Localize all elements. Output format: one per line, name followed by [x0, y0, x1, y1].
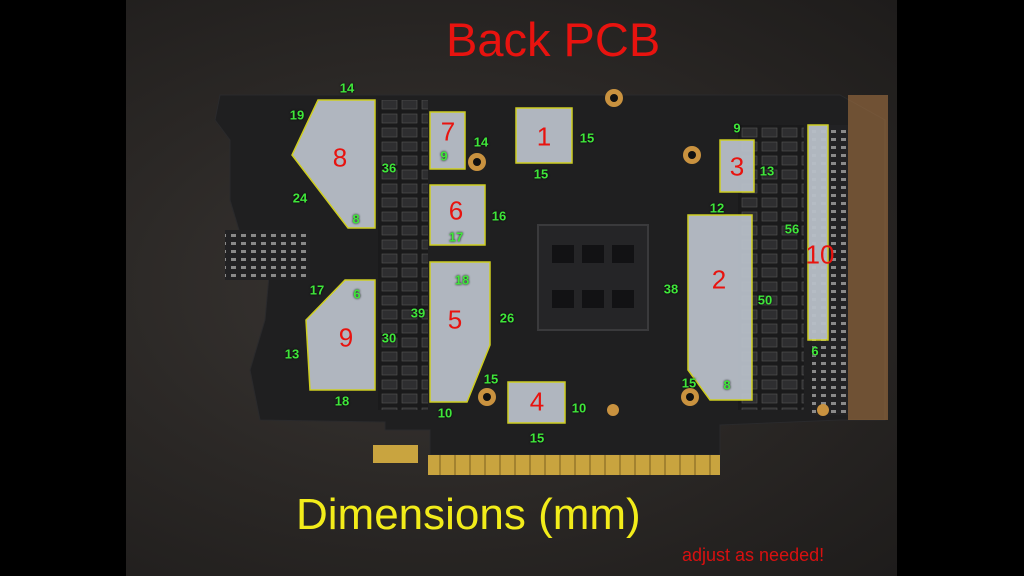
dimension-label: 12 — [709, 200, 725, 216]
pad-label-4: 4 — [529, 386, 545, 417]
gpu-core-blocks — [552, 245, 634, 308]
dimension-label: 9 — [733, 120, 741, 136]
dimension-label: 56 — [784, 221, 800, 237]
components-left — [225, 230, 310, 280]
pad-label-9: 9 — [338, 322, 354, 353]
dimension-label: 14 — [339, 80, 355, 96]
dimension-label: 15 — [579, 130, 595, 146]
dimension-label: 18 — [454, 272, 470, 288]
pcie-key-tab — [373, 445, 418, 463]
dimension-label: 18 — [334, 393, 350, 409]
dimension-label: 14 — [473, 134, 489, 150]
dimension-label: 6 — [811, 343, 819, 359]
dimension-label: 38 — [663, 281, 679, 297]
dimension-label: 15 — [483, 371, 499, 387]
adjust-note: adjust as needed! — [682, 545, 825, 565]
dimension-label: 17 — [309, 282, 325, 298]
dimension-label: 10 — [571, 400, 587, 416]
dimension-label: 9 — [440, 148, 448, 164]
pad-label-6: 6 — [448, 195, 464, 226]
dimension-label: 16 — [491, 208, 507, 224]
memory-chips-left — [378, 100, 428, 410]
pad-label-1: 1 — [536, 121, 552, 152]
thermal-pad-3 — [719, 139, 755, 193]
pad-label-10: 10 — [805, 239, 835, 270]
dimension-label: 17 — [448, 229, 464, 245]
dimension-label: 15 — [533, 166, 549, 182]
pcie-fingers — [439, 455, 711, 475]
gpu-core-area — [537, 224, 649, 331]
dimension-label: 6 — [353, 286, 361, 302]
mounting-holes — [468, 89, 829, 416]
thermal-pad-8 — [291, 99, 376, 229]
pad-label-8: 8 — [332, 142, 348, 173]
dimension-label: 15 — [529, 430, 545, 446]
image-title: Back PCB — [446, 13, 661, 66]
dimension-label: 13 — [759, 163, 775, 179]
thermal-pad-9 — [305, 279, 376, 391]
dimension-label: 30 — [381, 330, 397, 346]
pcb-bracket-rail — [848, 95, 888, 420]
pad-label-2: 2 — [711, 264, 727, 295]
dimension-label: 13 — [284, 346, 300, 362]
thermal-pad-2 — [687, 214, 753, 401]
dimension-label: 26 — [499, 310, 515, 326]
thermal-pad-10 — [807, 124, 829, 341]
thermal-pad-4 — [507, 381, 566, 424]
thermal-pad-6 — [429, 184, 486, 246]
pad-label-5: 5 — [447, 304, 463, 335]
thermal-pad-1 — [515, 107, 573, 164]
dimension-label: 8 — [723, 377, 731, 393]
dimension-label: 36 — [381, 160, 397, 176]
pad-label-7: 7 — [440, 116, 456, 147]
dimension-label: 50 — [757, 292, 773, 308]
pad-label-3: 3 — [729, 151, 745, 182]
dimension-label: 24 — [292, 190, 308, 206]
dimension-label: 15 — [681, 375, 697, 391]
dimension-label: 10 — [437, 405, 453, 421]
thermal-pad-7 — [429, 111, 466, 170]
dimension-label: 8 — [352, 211, 360, 227]
thermal-pad-5 — [429, 261, 491, 403]
pcie-connector — [428, 455, 720, 475]
dimension-label: 39 — [410, 305, 426, 321]
mounting-hole-centers — [473, 94, 696, 401]
image-subtitle: Dimensions (mm) — [296, 490, 641, 539]
dimension-label: 19 — [289, 107, 305, 123]
